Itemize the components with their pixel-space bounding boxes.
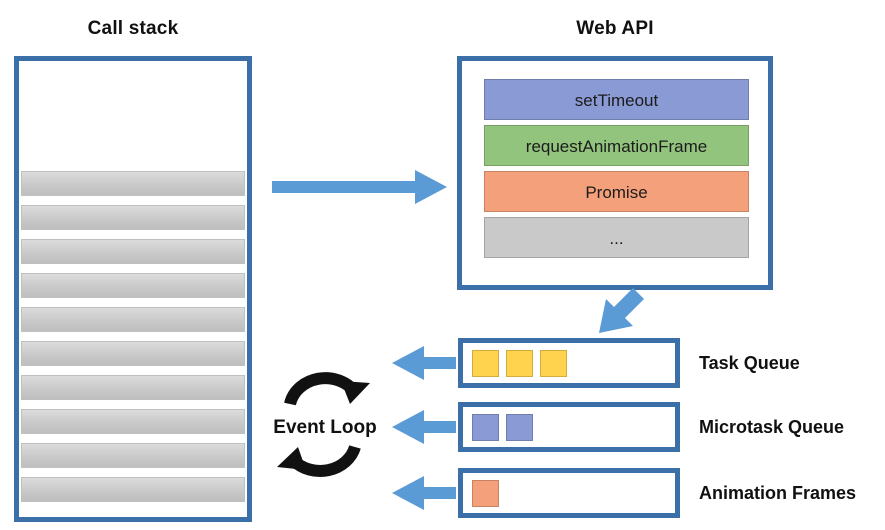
call-stack-frame [21, 477, 245, 502]
call-stack-frame [21, 341, 245, 366]
call-stack-frame [21, 409, 245, 434]
event-loop-bottom-arc-icon [277, 444, 361, 477]
web-api-item: Promise [484, 171, 749, 212]
task-queue-label: Task Queue [699, 353, 800, 373]
arrow-webapi-to-task-queue-icon [599, 288, 644, 333]
call-stack-frame [21, 307, 245, 332]
queue-chip [472, 414, 499, 441]
microtask-queue-container [458, 402, 680, 452]
task-queue-chip-list [472, 350, 567, 377]
page-title-call-stack: Call stack [87, 18, 179, 39]
microtask-queue-chip-list [472, 414, 533, 441]
arrow-animation-frames-to-event-loop-icon [392, 476, 456, 510]
microtask-queue-label: Microtask Queue [699, 417, 845, 437]
queue-chip [506, 414, 533, 441]
call-stack-frame [21, 239, 245, 264]
call-stack-frame [21, 375, 245, 400]
web-api-item: setTimeout [484, 79, 749, 120]
web-api-item: ... [484, 217, 749, 258]
task-queue-container [458, 338, 680, 388]
animation-frames-label: Animation Frames [699, 483, 857, 503]
animation-frames-chip-list [472, 480, 499, 507]
call-stack-frame-list [21, 171, 245, 502]
queue-chip [540, 350, 567, 377]
event-loop-top-arc-icon [284, 372, 370, 406]
queue-chip [472, 480, 499, 507]
animation-frames-container [458, 468, 680, 518]
arrow-task-queue-to-event-loop-icon [392, 346, 456, 380]
arrow-callstack-to-webapi-icon [272, 170, 447, 204]
arrow-microtask-queue-to-event-loop-icon [392, 410, 456, 444]
call-stack-frame [21, 205, 245, 230]
event-loop-label: Event Loop [273, 417, 377, 438]
call-stack-frame [21, 443, 245, 468]
queue-chip [506, 350, 533, 377]
web-api-item: requestAnimationFrame [484, 125, 749, 166]
queue-chip [472, 350, 499, 377]
call-stack-frame [21, 171, 245, 196]
call-stack-frame [21, 273, 245, 298]
page-title-web-api: Web API [576, 18, 654, 39]
